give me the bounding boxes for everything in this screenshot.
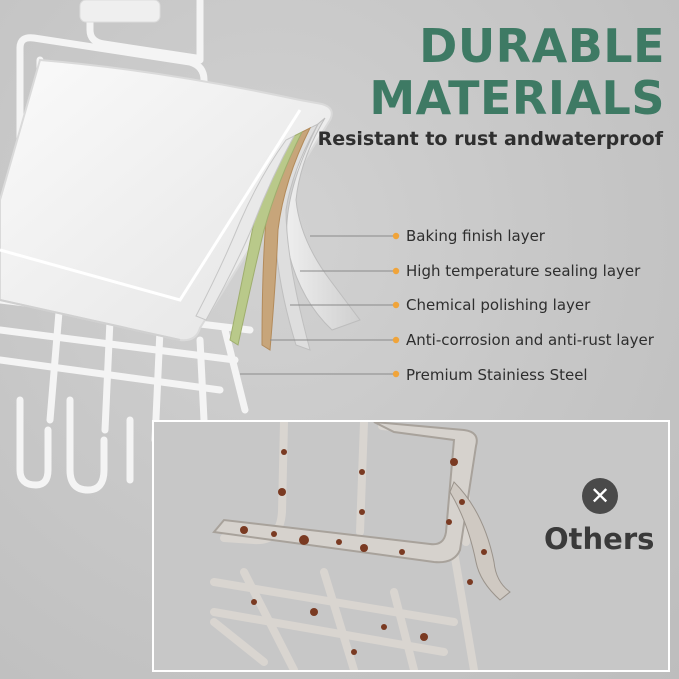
marker-dots <box>392 232 400 378</box>
headline-line-1: DURABLE <box>419 19 665 73</box>
shelf-tray <box>0 58 333 342</box>
headline: DURABLE MATERIALS <box>369 20 665 124</box>
rusty-rack-illustration <box>210 422 511 670</box>
peeled-layers <box>195 117 361 351</box>
comparison-panel <box>152 420 670 672</box>
others-label: Others <box>544 522 655 556</box>
leader-lines <box>240 235 394 375</box>
layer-label-stainless-steel: Premium Stainiess Steel <box>406 366 588 384</box>
layer-label-sealing: High temperature sealing layer <box>406 262 641 280</box>
x-mark-icon: ✕ <box>582 478 618 514</box>
headline-line-2: MATERIALS <box>369 71 665 125</box>
layer-label-baking-finish: Baking finish layer <box>406 227 545 245</box>
subtitle: Resistant to rust andwaterproof <box>317 128 663 150</box>
layer-label-polishing: Chemical polishing layer <box>406 296 591 314</box>
layer-label-anti-corrosion: Anti-corrosion and anti-rust layer <box>406 331 654 349</box>
